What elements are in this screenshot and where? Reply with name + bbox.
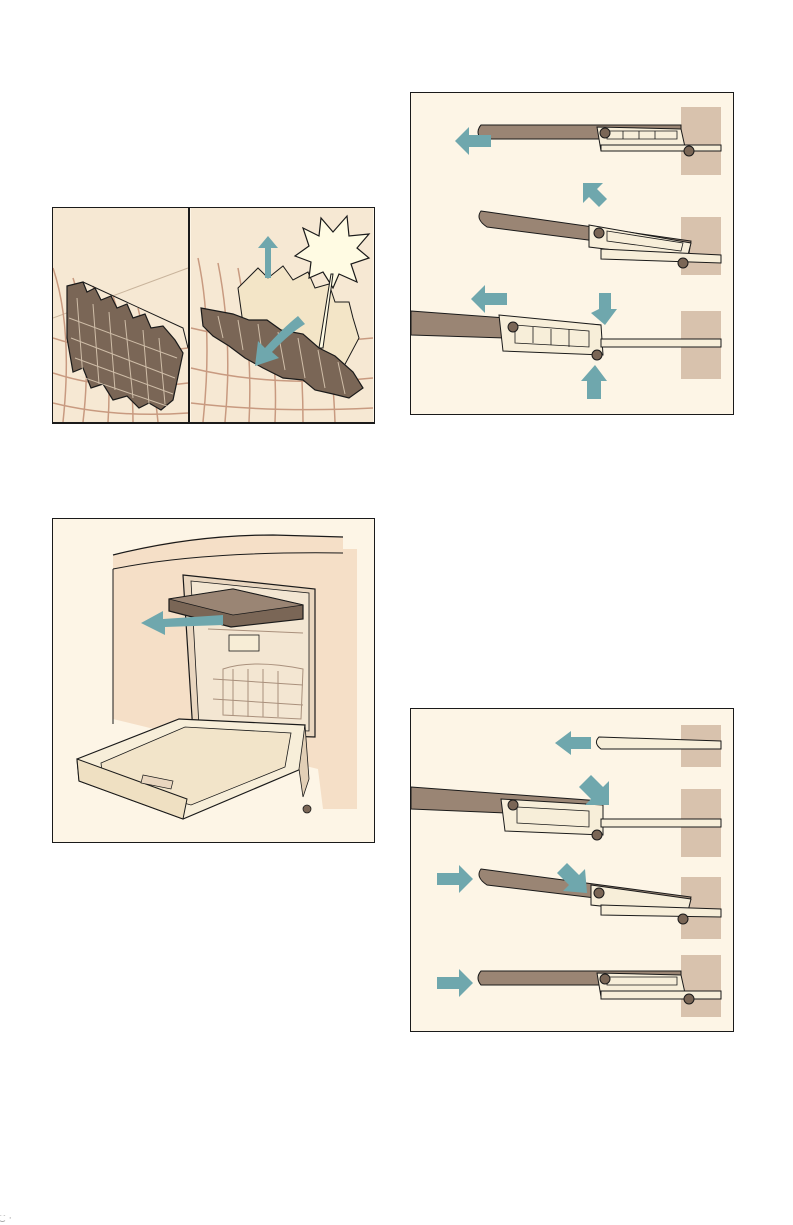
rail-insertion-figure	[410, 708, 734, 1032]
rail-removal-illustration	[411, 93, 732, 413]
footer-mark: ⁐ ⋅	[0, 1215, 60, 1225]
cutlery-rack-left-panel	[53, 208, 188, 422]
top-basket-figure	[52, 518, 375, 843]
cutlery-rack-illustration	[53, 208, 373, 422]
rail-insertion-illustration	[411, 709, 732, 1030]
top-basket-illustration	[53, 519, 374, 842]
cutlery-rack-right-panel	[191, 208, 373, 422]
cutlery-rack-figure	[52, 207, 375, 424]
rail-removal-figure	[410, 92, 734, 415]
